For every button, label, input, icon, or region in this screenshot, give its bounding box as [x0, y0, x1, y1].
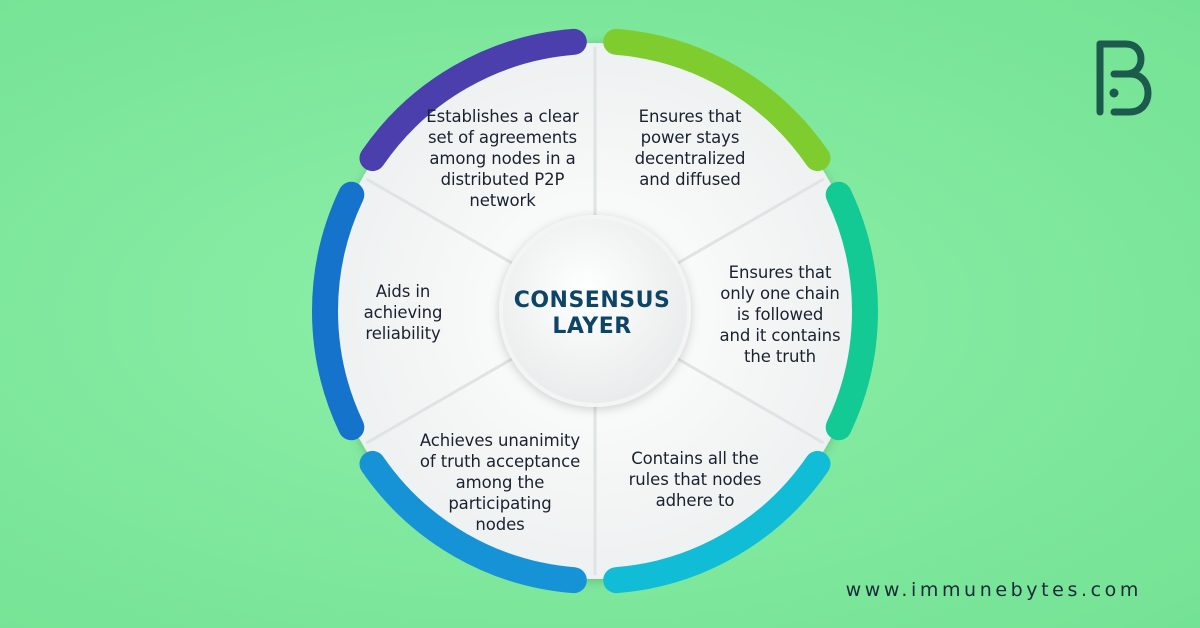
center-title: CONSENSUS LAYER — [502, 288, 682, 340]
segment-divider-3 — [673, 355, 825, 445]
segment-right-text: Ensures that only one chain is followed … — [719, 263, 841, 366]
immunebytes-b-logo-icon — [1096, 40, 1152, 116]
center-hub — [503, 219, 687, 403]
segment-divider-6 — [365, 177, 517, 267]
segment-top-right-text: Ensures that power stays decentralized a… — [634, 107, 746, 189]
segment-divider-2 — [673, 177, 825, 267]
arc-right — [825, 181, 878, 441]
center-title-line1: CONSENSUS — [513, 288, 671, 313]
segment-bottom-right-text: Contains all the rules that nodes adhere… — [628, 449, 762, 510]
arc-left — [312, 181, 365, 441]
wheel — [312, 28, 878, 594]
arc-top-right — [603, 28, 831, 172]
arc-bottom-left — [359, 450, 587, 594]
segment-bottom-left-text: Achieves unanimity of truth acceptance a… — [419, 431, 581, 534]
arc-top-left — [359, 28, 587, 172]
arc-bottom-right — [603, 450, 831, 594]
segment-left-text: Aids in achieving reliability — [363, 282, 443, 343]
website-url: www.immunebytes.com — [845, 579, 1142, 601]
center-title-line2: LAYER — [552, 314, 632, 339]
segment-divider-5 — [365, 355, 517, 445]
segment-top-left-text: Establishes a clear set of agreements am… — [426, 107, 579, 210]
